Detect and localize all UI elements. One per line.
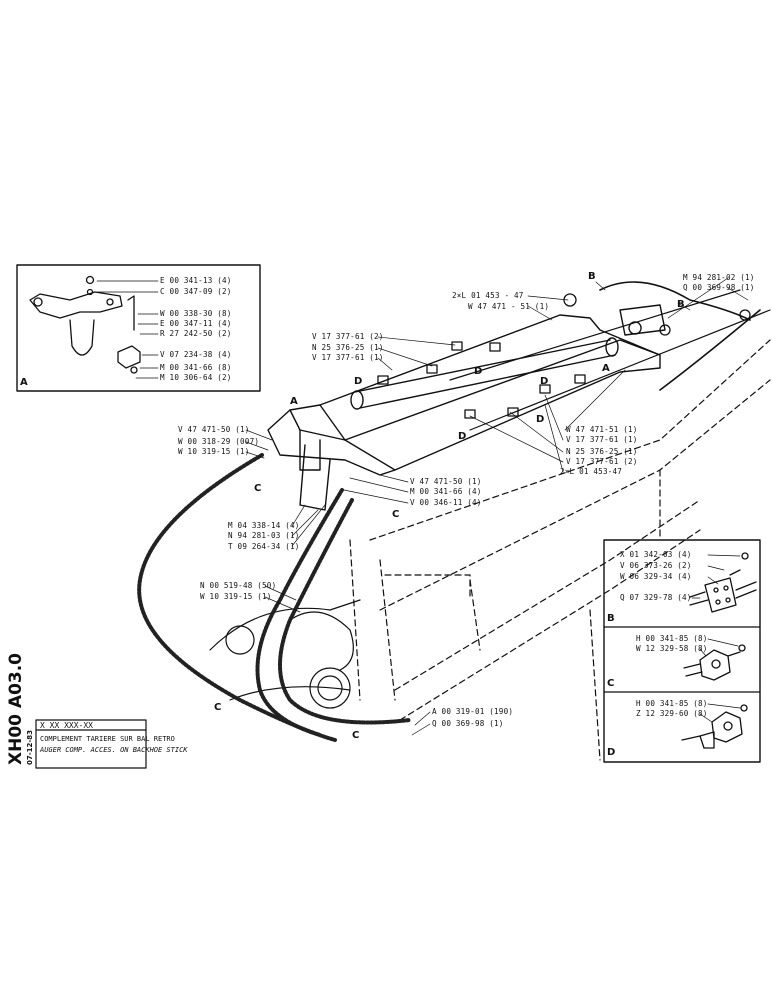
label-right-mid-2: V 17 377-61 (1) [566,435,638,444]
detail-d-part-1: H 00 341-85 (8) [636,699,708,708]
detail-a-part-8: M 10 306-64 (2) [160,373,232,382]
detail-b-drawing [689,552,757,613]
detail-a-part-2: C 00 347-09 (2) [160,287,232,296]
detail-a-letter: A [20,377,28,388]
label-right-mid-3: N 25 376-25 (1) [566,447,638,456]
detail-a-part-7: M 00 341-66 (8) [160,363,232,372]
callout-b-right: B [677,299,685,310]
label-right-mid-5: 2×L 01 453-47 [560,467,623,476]
label-left-mid-3: W 10 319-15 (1) [178,447,250,456]
detail-a-part-4: E 00 347-11 (4) [160,319,232,328]
label-top-right-1: M 94 281-02 (1) [683,273,755,282]
label-left-upper-1: V 17 377-61 (2) [312,332,384,341]
callout-c-1: C [254,483,262,494]
detail-a-bracket-drawing [29,275,141,374]
detail-a-part-5: R 27 242-50 (2) [160,329,232,338]
callout-d-4: D [458,431,467,442]
detail-b-part-4: Q 07 329-78 (4) [620,593,692,602]
detail-a-part-1: E 00 341-13 (4) [160,276,232,285]
detail-c-letter: C [607,678,615,689]
label-left-lower-3: T 09 264-34 (1) [228,542,300,551]
detail-d-letter: D [607,747,616,758]
label-top-center-2: W 47 471 - 51 (1) [468,302,550,311]
callout-a-left: A [290,396,298,407]
label-top-right-2: Q 00 369-98 (1) [683,283,755,292]
callout-d-1: D [354,376,363,387]
detail-b-leaders [691,554,741,599]
leader-lines [245,277,749,736]
detail-c-drawing [683,644,746,681]
detail-b-part-3: W 06 329-34 (4) [620,572,692,581]
detail-bcd-frame [603,539,761,763]
frame-couplings [377,293,751,419]
label-left-mid-1: V 47 471-50 (1) [178,425,250,434]
label-left-upper-3: V 17 377-61 (1) [312,353,384,362]
callout-a-right: A [602,363,610,374]
detail-c-leaders [699,638,739,657]
label-lower-left-2: W 10 319-15 (1) [200,592,272,601]
title-english: AUGER COMP. ACCES. ON BACKHOE STICK [40,746,188,754]
detail-c-part-2: W 12 329-58 (8) [636,644,708,653]
auger-frame [267,304,666,511]
detail-a-leaders [96,280,159,379]
detail-b-part-1: X 01 342-03 (4) [620,550,692,559]
callout-c-3: C [214,702,222,713]
label-center-mid-2: M 00 341-66 (4) [410,487,482,496]
detail-d-leaders [699,703,741,723]
detail-b-part-2: V 06 373-26 (2) [620,561,692,570]
drawing-code: XH00 A03.0 [6,652,26,765]
title-french: COMPLEMENT TARIERE SUR BAL RETRO [40,735,175,743]
label-center-mid-1: V 47 471-50 (1) [410,477,482,486]
backhoe-stick-outline [349,339,771,761]
label-left-mid-2: W 00 318-29 (007) [178,437,260,446]
label-left-upper-2: N 25 376-25 (1) [312,343,384,352]
callout-c-2: C [392,509,400,520]
detail-d-drawing [681,704,748,749]
callout-d-2: D [474,366,483,377]
detail-a-frame [16,264,261,392]
callout-b-top: B [588,271,596,282]
backhoe-lower-body [209,289,771,709]
label-right-mid-1: W 47 471-51 (1) [566,425,638,434]
label-bottom-2: Q 00 369-98 (1) [432,719,504,728]
callout-c-4: C [352,730,360,741]
callout-d-5: D [536,414,545,425]
detail-c-part-1: H 00 341-85 (8) [636,634,708,643]
detail-a-part-3: W 00 338-30 (8) [160,309,232,318]
label-bottom-1: A 00 319-01 (190) [432,707,514,716]
callout-d-3: D [540,376,549,387]
label-right-mid-4: V 17 377-61 (2) [566,457,638,466]
drawing-date: 07-12-83 [26,729,34,765]
label-lower-left-1: N 00 519-48 (50) [200,581,277,590]
drawing-ref: X XX XXX-XX [40,721,93,730]
title-block-frame [35,719,147,769]
label-left-lower-1: M 04 338-14 (4) [228,521,300,530]
detail-d-part-2: Z 12 329-60 (8) [636,709,708,718]
detail-b-letter: B [607,613,615,624]
hydraulic-hoses [137,453,412,742]
label-left-lower-2: N 94 281-03 (1) [228,531,300,540]
detail-a-part-6: V 07 234-38 (4) [160,350,232,359]
label-top-center-1: 2×L 01 453 - 47 [452,291,524,300]
label-center-mid-3: V 00 346-11 (4) [410,498,482,507]
right-hose [599,281,761,391]
